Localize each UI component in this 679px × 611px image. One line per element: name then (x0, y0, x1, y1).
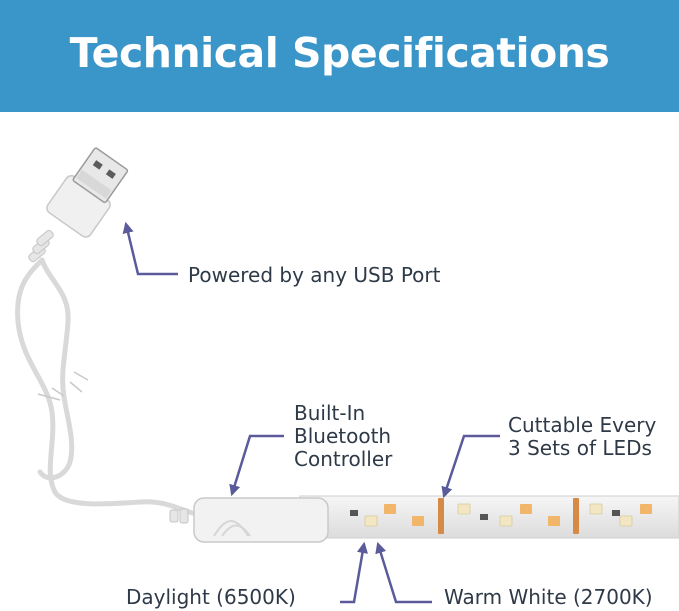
usb-plug-icon (46, 147, 129, 238)
product-illustration (15, 147, 679, 604)
page-title: Technical Specifications (69, 29, 610, 77)
cuttable-callout-line-2: 3 Sets of LEDs (508, 436, 652, 460)
warm-white-callout: Warm White (2700K) (444, 585, 653, 609)
cable-icon (15, 257, 199, 517)
controller-icon (193, 497, 329, 543)
cuttable-callout: Cuttable Every 3 Sets of LEDs (508, 414, 656, 460)
controller-callout: Built-In Bluetooth Controller (294, 402, 392, 471)
daylight-callout: Daylight (6500K) (126, 585, 296, 609)
controller-callout-line-3: Controller (294, 447, 393, 471)
controller-callout-line-1: Built-In (294, 401, 366, 425)
cuttable-callout-line-1: Cuttable Every (508, 413, 657, 437)
controller-callout-line-2: Bluetooth (294, 424, 392, 448)
usb-callout: Powered by any USB Port (188, 263, 441, 287)
led-strip-icon (299, 495, 679, 539)
callout-arrow-icon (122, 221, 500, 604)
title-banner: Technical Specifications (0, 0, 679, 112)
